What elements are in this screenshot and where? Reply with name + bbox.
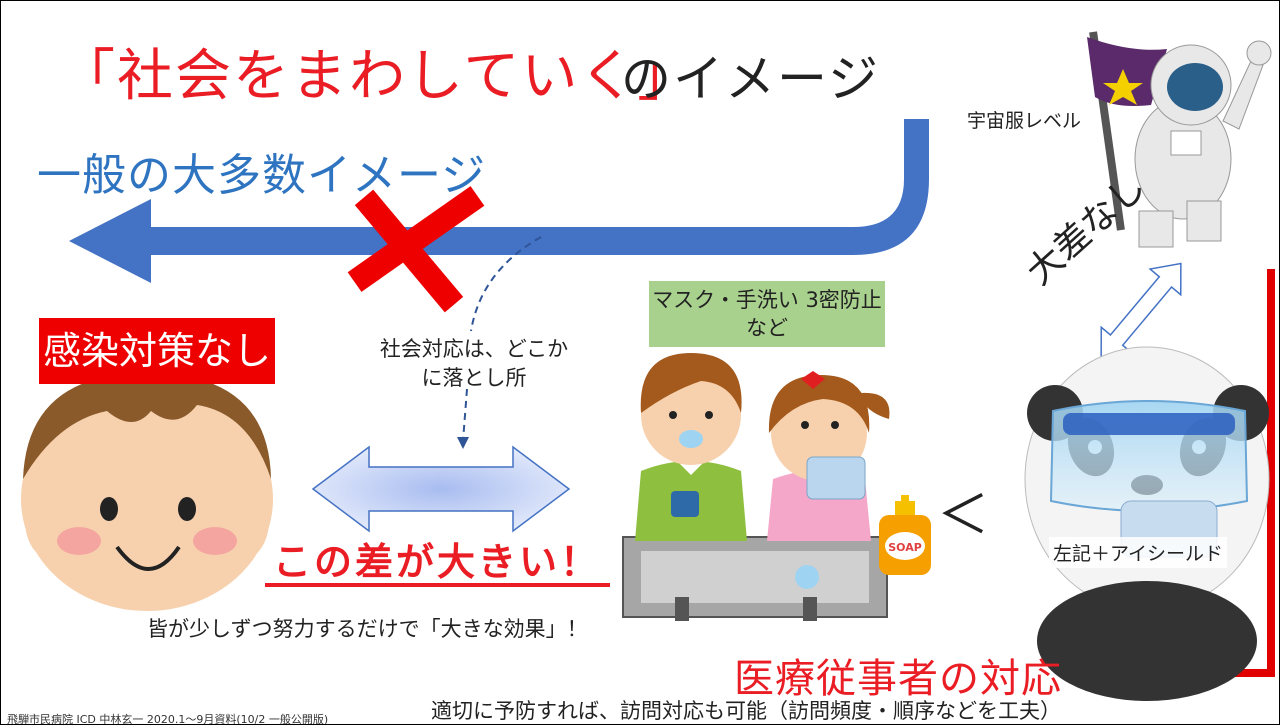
home-visit-note: 適切に予防すれば、訪問対応も可能（訪問頻度・順序などを工夫） xyxy=(431,699,1061,723)
soap-bottle-illustration xyxy=(879,495,931,575)
society-note: 社会対応は、どこかに落とし所 xyxy=(379,337,569,390)
title-quoted-phrase: 「社会をまわしていく」 xyxy=(59,44,696,109)
big-difference-underline xyxy=(265,583,610,587)
big-difference-label: この差が大きい！ xyxy=(273,540,602,584)
eye-shield-label: 左記＋アイシールド xyxy=(1049,537,1228,568)
common-majority-label: 一般の大多数イメージ xyxy=(37,150,487,201)
masks-handwash-label: マスク・手洗い 3密防止など xyxy=(649,281,885,347)
title-suffix: のイメージ xyxy=(621,50,880,108)
no-measures-badge: 感染対策なし xyxy=(39,318,275,384)
soap-text: SOAP xyxy=(888,541,922,554)
credit-footer: 飛騨市民病院 ICD 中林玄一 2020.1～9月資料(10/2 一般公開版) xyxy=(7,713,329,725)
spacesuit-level-label: 宇宙服レベル xyxy=(963,104,1086,135)
boy-face-illustration xyxy=(21,373,273,611)
outline-double-arrow xyxy=(1100,262,1182,360)
big-effect-note: 皆が少しずつ努力するだけで「大きな効果」！ xyxy=(147,617,588,641)
double-arrow xyxy=(311,445,571,533)
red-cross-mark xyxy=(347,186,485,313)
sink-illustration xyxy=(622,536,888,621)
astronaut-illustration xyxy=(1087,31,1272,248)
less-than-symbol: ＜ xyxy=(937,486,990,546)
boy-child-illustration xyxy=(635,353,747,541)
dashed-arrow xyxy=(462,236,542,442)
dashed-arrow-head xyxy=(457,437,469,449)
blue-uturn-arrow xyxy=(69,119,929,283)
medical-staff-label: 医療従事者の対応 xyxy=(734,656,1062,702)
girl-child-illustration xyxy=(767,371,890,541)
